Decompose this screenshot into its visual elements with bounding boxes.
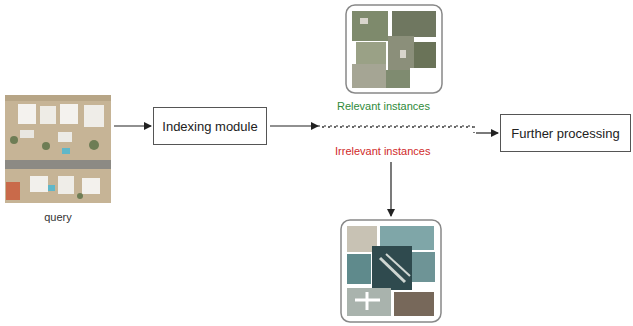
process-box: Indexing module <box>153 107 267 145</box>
irrelevant-collage <box>341 220 441 322</box>
node-text: query <box>5 211 111 223</box>
irrelevant-arrow <box>390 162 391 216</box>
irrelevant-label: Irrelevant instances <box>333 145 432 157</box>
node-text: Further processing <box>511 126 619 141</box>
flow-arrow <box>114 126 151 127</box>
node-text: Indexing module <box>162 119 257 134</box>
process-box: Further processing <box>500 114 631 152</box>
relevant-collage <box>346 5 442 93</box>
query-image <box>5 95 111 203</box>
query-image-node: query <box>5 95 111 203</box>
flow-arrow <box>270 126 498 133</box>
relevant-label: Relevant instances <box>335 100 432 112</box>
